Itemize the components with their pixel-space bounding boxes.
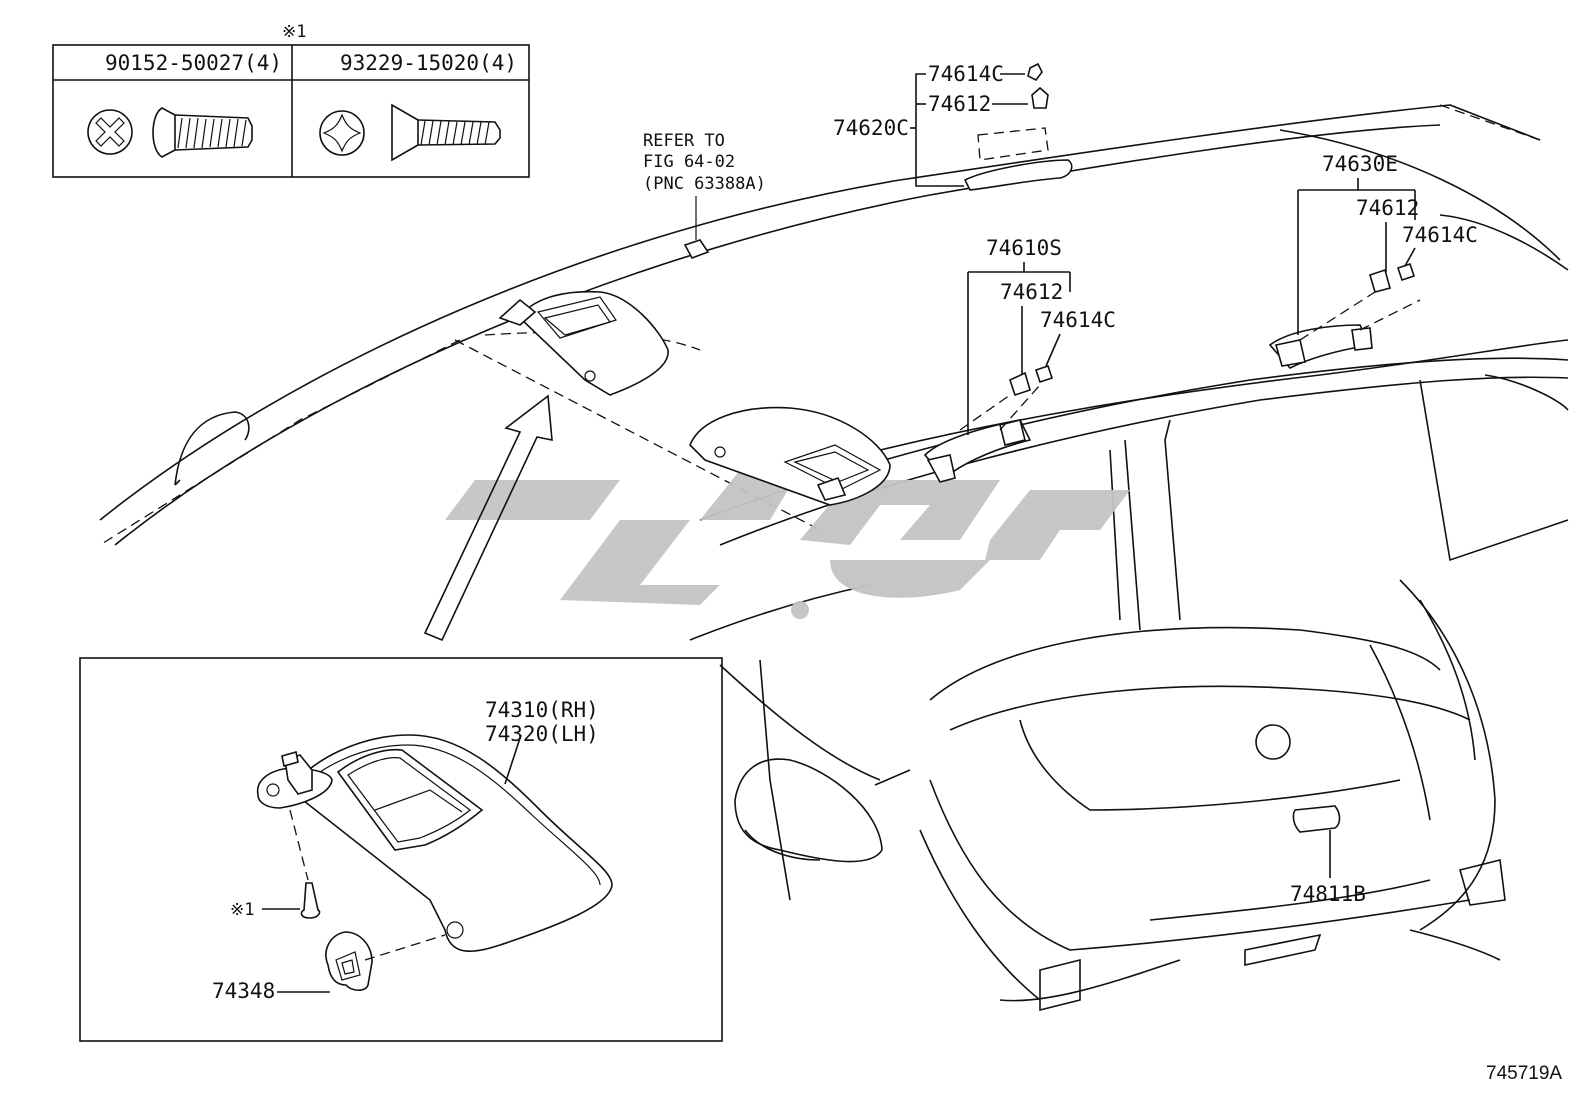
- assist-grip-74610S: [923, 364, 1054, 483]
- watermark-logo: [445, 470, 1130, 619]
- refer-note-line-1: REFER TO: [643, 131, 725, 151]
- callout-74620C: 74620C: [833, 116, 909, 140]
- callout-74630E: 74630E: [1322, 152, 1398, 176]
- detail-inset: 74310(RH) 74320(LH) ※1 74348: [79, 657, 723, 1042]
- assist-grip-74630E: [1268, 262, 1421, 369]
- callout-74614C-top: 74614C: [928, 62, 1004, 86]
- callout-74320-lh: 74320(LH): [485, 722, 599, 746]
- assist-grip-74620C: [963, 62, 1073, 191]
- part-74811B: [1292, 805, 1341, 833]
- refer-note-line-3: (PNC 63388A): [643, 174, 766, 194]
- callout-74614C-right: 74614C: [1402, 223, 1478, 247]
- table-note-marker: ※1: [282, 22, 306, 42]
- callout-74310-rh: 74310(RH): [485, 698, 599, 722]
- table-col-1-header: 90152-50027(4): [105, 51, 282, 75]
- refer-note-line-2: FIG 64-02: [643, 152, 735, 172]
- roof-clip-63388A: [683, 196, 710, 259]
- phillips-screw-icon: [87, 107, 253, 158]
- callout-74348: 74348: [212, 979, 275, 1003]
- refer-note: REFER TO FIG 64-02 (PNC 63388A): [643, 131, 766, 194]
- leader-lines: [423, 73, 1416, 878]
- table-col-2-header: 93229-15020(4): [340, 51, 517, 75]
- callout-74612-top: 74612: [928, 92, 991, 116]
- flathead-screw-icon: [319, 103, 501, 162]
- callout-74811B: 74811B: [1290, 882, 1366, 906]
- figure-id: 745719A: [1486, 1063, 1562, 1084]
- callout-74612-mid: 74612: [1000, 280, 1063, 304]
- callout-screw-marker: ※1: [230, 900, 254, 920]
- fastener-table: ※1 90152-50027(4) 93229-15020(4): [52, 22, 530, 178]
- sun-visor-left-installed: [498, 290, 669, 396]
- callout-74610S: 74610S: [986, 236, 1062, 260]
- callout-74612-right: 74612: [1356, 196, 1419, 220]
- callout-labels: 74614C 74612 74620C 74630E 74612 74614C …: [833, 62, 1478, 906]
- sun-visor-right-installed: [689, 406, 891, 506]
- callout-74614C-mid: 74614C: [1040, 308, 1116, 332]
- car-body-outline: [99, 104, 1569, 1012]
